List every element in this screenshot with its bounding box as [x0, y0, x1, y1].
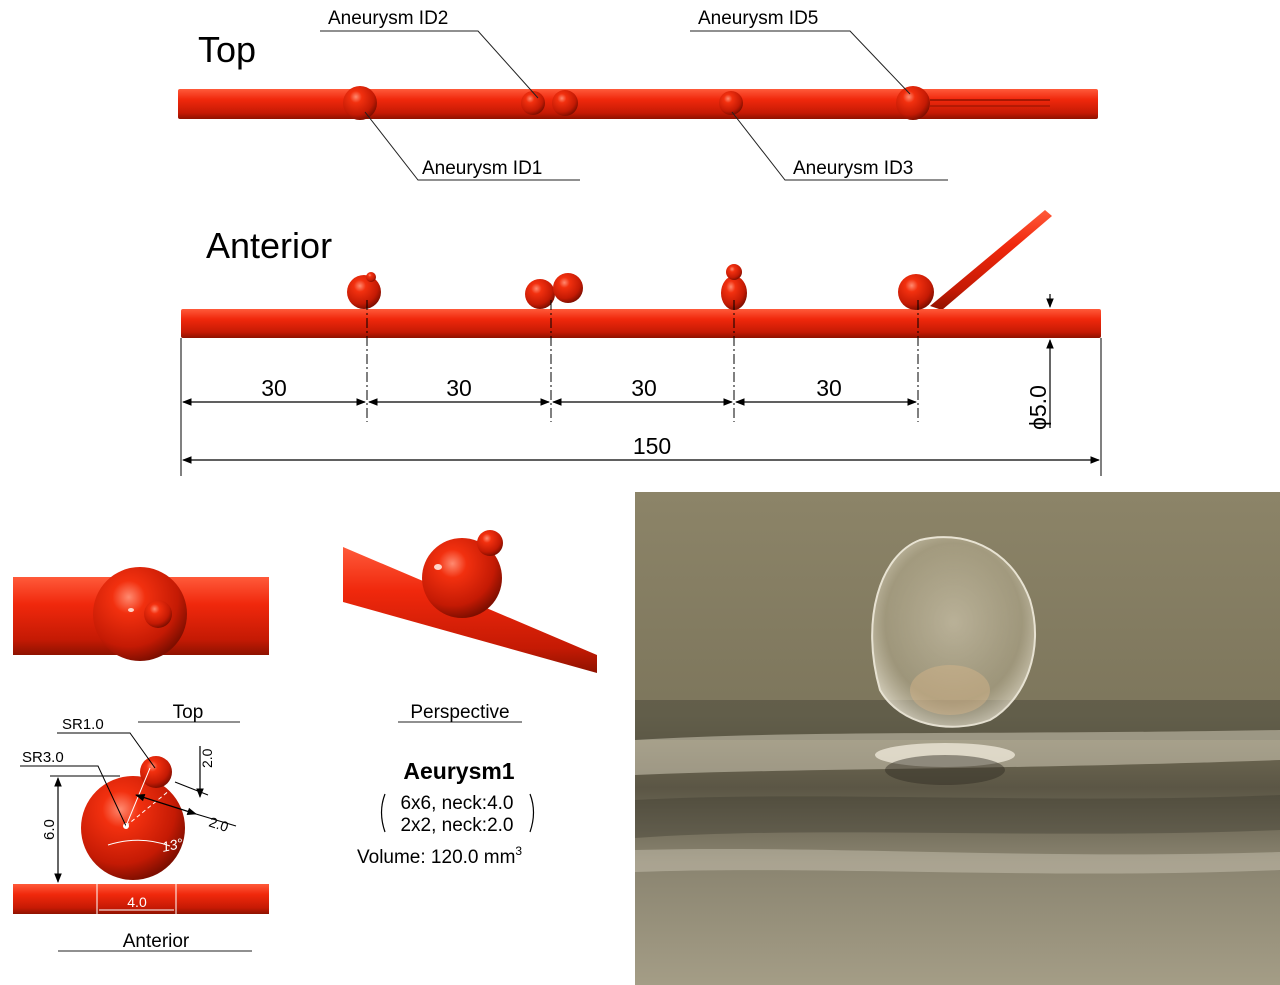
perspective-view: Perspective	[343, 530, 597, 723]
anterior-aneurysm-1-bleb	[366, 272, 376, 282]
anterior-aneurysm-2a	[525, 279, 555, 309]
sr3-label: SR3.0	[22, 749, 64, 766]
anterior-aneurysm-2b	[553, 273, 583, 303]
callout-line-id2	[320, 30, 539, 99]
top-aneurysm-id2b	[552, 90, 578, 116]
perspective-bleb	[477, 530, 503, 556]
detail-anterior-vessel	[13, 884, 269, 914]
top-vessel	[178, 89, 1098, 119]
top-view: Top Aneurysm ID2 Aneurysm ID5 Aneurysm I…	[178, 8, 1098, 181]
detail-top-sphere	[93, 567, 187, 661]
photo-lower-highlight	[635, 848, 1280, 874]
anterior-aneurysm-5	[898, 274, 934, 310]
perspective-sphere	[422, 538, 502, 618]
sr3-leader	[20, 765, 127, 827]
anterior-branch	[930, 210, 1052, 310]
photo-lower-shadow	[635, 795, 1280, 838]
spec-volume-sup: 3	[515, 844, 522, 858]
dim-6-0: 6.0	[41, 819, 58, 840]
detail-top-view	[13, 567, 269, 661]
angle-arc	[107, 839, 171, 847]
angle-label: 13°	[160, 835, 184, 855]
perspective-label: Perspective	[410, 702, 509, 723]
dim-seg4: 30	[816, 375, 842, 401]
sr1-label: SR1.0	[62, 716, 104, 733]
detail-anterior-view: Top SR1.0 SR3.0 13° 2.0 2.0 6.0 4.0 Ante…	[13, 702, 269, 952]
top-aneurysm-id3	[719, 91, 743, 115]
anterior-vessel	[181, 309, 1101, 338]
callout-id3: Aneurysm ID3	[793, 158, 913, 179]
spec-line2: 2x2, neck:2.0	[400, 815, 513, 836]
spec-name: Aeurysm1	[403, 758, 514, 784]
photo-panel	[635, 492, 1280, 985]
spec-volume: Volume: 120.0 mm3	[357, 844, 522, 868]
top-view-title: Top	[198, 29, 256, 70]
dim-bleb-ext	[174, 781, 209, 796]
dim-line-2-0-b	[135, 793, 197, 816]
top-aneurysm-id2a	[521, 91, 545, 115]
callout-id5: Aneurysm ID5	[698, 8, 818, 29]
dim-seg2: 30	[446, 375, 472, 401]
detail-top-bleb	[144, 600, 172, 628]
dim-4-0: 4.0	[127, 894, 147, 910]
callout-id1: Aneurysm ID1	[422, 158, 542, 179]
detail-anterior-bleb	[140, 756, 172, 788]
anterior-view: Anterior 30 30 30 30 150 ϕ5.0	[180, 210, 1102, 476]
dim-seg3: 30	[631, 375, 657, 401]
photo-bubble-tint	[910, 665, 990, 715]
sr1-leader	[57, 732, 156, 769]
photo-neck-reflection	[875, 743, 1015, 767]
spec-volume-value: Volume: 120.0 mm	[357, 847, 515, 868]
dim-total: 150	[633, 433, 671, 459]
detail-anterior-sphere	[81, 776, 185, 880]
anterior-view-title: Anterior	[206, 225, 332, 266]
anterior-aneurysm-1	[347, 275, 381, 309]
top-aneurysm-id5	[896, 86, 930, 120]
callout-line-id1	[364, 111, 580, 181]
spec-left-paren	[380, 793, 386, 833]
dim-diameter: ϕ5.0	[1025, 385, 1051, 430]
photo-aneurysm-bubble	[871, 536, 1037, 728]
dim-2-0-b: 2.0	[207, 814, 231, 835]
callout-line-id3	[731, 111, 948, 181]
spec-block: Aeurysm1 6x6, neck:4.0 2x2, neck:2.0 Vol…	[357, 758, 535, 868]
perspective-highlight	[434, 564, 442, 570]
detail-top-highlight	[128, 608, 134, 612]
detail-anterior-label: Anterior	[123, 931, 190, 952]
dim-line-2-0-b-ext	[195, 813, 237, 827]
dim-2-0-a: 2.0	[199, 748, 215, 768]
photo-neck-shadow	[885, 755, 1005, 785]
top-aneurysm-id1	[343, 86, 377, 120]
anterior-aneurysm-3	[721, 276, 747, 310]
dim-seg1: 30	[261, 375, 287, 401]
callout-line-id5	[690, 30, 911, 95]
spec-right-paren	[529, 793, 535, 833]
detail-top-label: Top	[173, 702, 204, 723]
anterior-aneurysm-3-top	[726, 264, 742, 280]
spec-line1: 6x6, neck:4.0	[400, 793, 513, 814]
callout-id2: Aneurysm ID2	[328, 8, 448, 29]
